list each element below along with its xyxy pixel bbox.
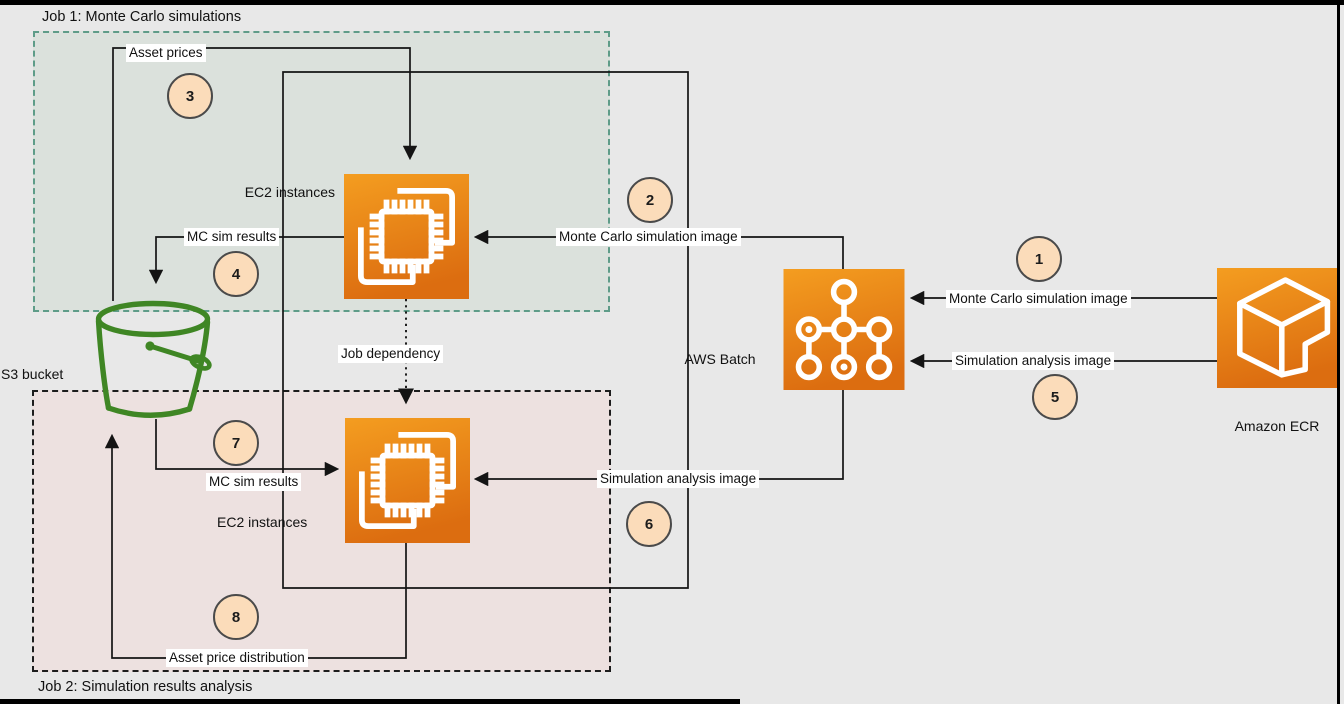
mc-sim-results-s3-edge-label: MC sim results: [184, 228, 280, 246]
analysis-image-batch-edge-label: Simulation analysis image: [952, 352, 1115, 370]
job-dependency-edge-label: Job dependency: [338, 345, 444, 363]
job1-group-box: [33, 31, 610, 312]
edge-mc-sim-results-to-s3: [148, 236, 346, 285]
ec2-job1-label: EC2 instances: [244, 184, 335, 200]
aws-batch-icon: [783, 269, 905, 390]
asset-price-distribution-edge-label: Asset price distribution: [166, 649, 308, 667]
ec2-job2-icon: [345, 418, 470, 543]
job2-group-title: Job 2: Simulation results analysis: [38, 679, 253, 695]
step-badge-7: 7: [213, 420, 259, 466]
ec2-job1-icon: [344, 174, 469, 299]
edge-analysis-image-to-ec2: [473, 390, 844, 487]
aws-batch-label: AWS Batch: [684, 351, 756, 367]
step-badge-5: 5: [1032, 374, 1078, 420]
mc-image-ec2-edge-label: Monte Carlo simulation image: [556, 228, 741, 246]
right-window-edge: [1337, 0, 1340, 704]
step-badge-3: 3: [167, 73, 213, 119]
step-badge-1: 1: [1016, 236, 1062, 282]
s3-bucket-icon: [95, 300, 212, 418]
ec2-job2-label: EC2 instances: [217, 514, 308, 530]
edge-mc-sim-results-to-ec2: [155, 419, 340, 477]
amazon-ecr-label: Amazon ECR: [1234, 418, 1320, 434]
job1-group-title: Job 1: Monte Carlo simulations: [42, 9, 242, 25]
step-badge-4: 4: [213, 251, 259, 297]
step-badge-2: 2: [627, 177, 673, 223]
asset-prices-edge-label: Asset prices: [126, 44, 206, 62]
mc-sim-results-ec2-edge-label: MC sim results: [206, 473, 302, 491]
amazon-ecr-icon: [1217, 268, 1337, 388]
top-letterbox-bar: [0, 0, 1344, 5]
analysis-image-ec2-edge-label: Simulation analysis image: [597, 470, 760, 488]
s3-bucket-label: S3 bucket: [1, 366, 64, 382]
step-badge-6: 6: [626, 501, 672, 547]
step-badge-8: 8: [213, 594, 259, 640]
edge-loop: [282, 71, 689, 589]
edge-asset-prices: [112, 47, 418, 301]
job2-group-box: [32, 390, 611, 672]
mc-image-batch-edge-label: Monte Carlo simulation image: [946, 290, 1131, 308]
bottom-letterbox-bar: [0, 699, 740, 704]
